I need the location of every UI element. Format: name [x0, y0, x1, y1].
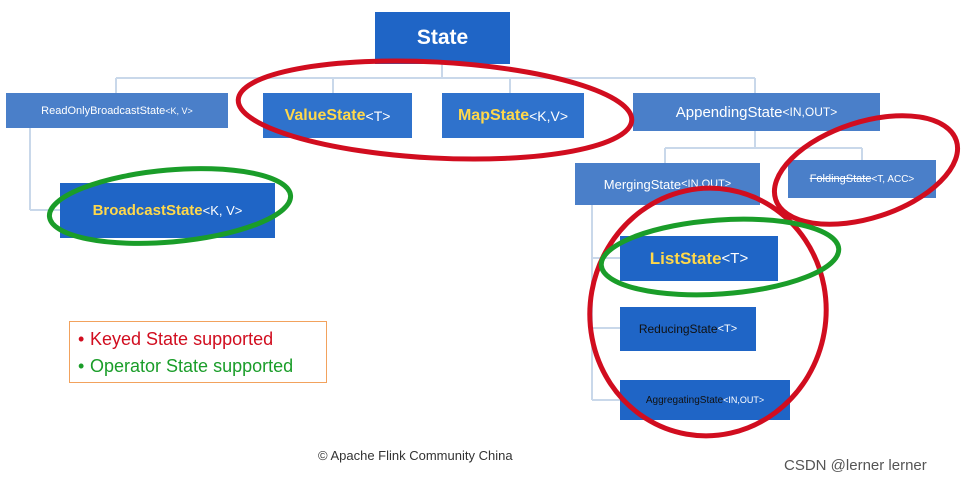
bullet-icon: •: [78, 329, 85, 349]
node-folding-state: FoldingState<T, ACC>: [788, 160, 936, 198]
node-generic: <K,V>: [529, 107, 569, 124]
legend-keyed-row: • Keyed State supported: [78, 326, 318, 353]
node-generic: <IN,OUT>: [782, 105, 838, 119]
legend-operator-label: Operator State supported: [90, 356, 294, 376]
node-label: ListState: [649, 248, 722, 268]
node-label: FoldingState: [809, 173, 872, 185]
root-node-state: State: [375, 12, 510, 64]
node-label: MergingState: [603, 176, 682, 192]
node-aggregating-state: AggregatingState<IN,OUT>: [620, 380, 790, 420]
node-merging-state: MergingState<IN,OUT>: [575, 163, 760, 205]
node-reducing-state: ReducingState<T>: [620, 307, 756, 351]
node-generic: <T>: [721, 250, 749, 267]
node-label: AppendingState: [675, 103, 783, 121]
node-appending-state: AppendingState<IN,OUT>: [633, 93, 880, 131]
node-generic: <IN,OUT>: [723, 395, 765, 405]
node-generic: <T>: [365, 107, 391, 124]
node-label: ReducingState: [638, 322, 718, 336]
root-label: State: [416, 26, 469, 49]
node-list-state: ListState<T>: [620, 236, 778, 281]
node-broadcast-state: BroadcastState<K, V>: [60, 183, 275, 238]
watermark: CSDN @lerner lerner: [784, 457, 927, 474]
bullet-icon: •: [78, 356, 85, 376]
node-label: ValueState: [284, 106, 366, 124]
legend: • Keyed State supported • Operator State…: [69, 321, 327, 383]
node-map-state: MapState<K,V>: [442, 93, 584, 138]
node-generic: <IN,OUT>: [681, 178, 732, 190]
node-generic: <T>: [717, 323, 738, 335]
node-read-only-broadcast-state: ReadOnlyBroadcastState<K, V>: [6, 93, 228, 128]
node-label: ReadOnlyBroadcastState: [41, 104, 166, 117]
node-generic: <K, V>: [202, 203, 243, 218]
legend-keyed-label: Keyed State supported: [90, 329, 274, 349]
node-value-state: ValueState<T>: [263, 93, 412, 138]
node-generic: <T, ACC>: [871, 173, 915, 185]
footer-credit: © Apache Flink Community China: [318, 448, 513, 463]
node-label: MapState: [457, 106, 530, 124]
node-label: BroadcastState: [92, 202, 203, 219]
node-generic: <K, V>: [165, 105, 193, 116]
legend-operator-row: • Operator State supported: [78, 353, 318, 380]
node-label: AggregatingState: [645, 394, 724, 406]
